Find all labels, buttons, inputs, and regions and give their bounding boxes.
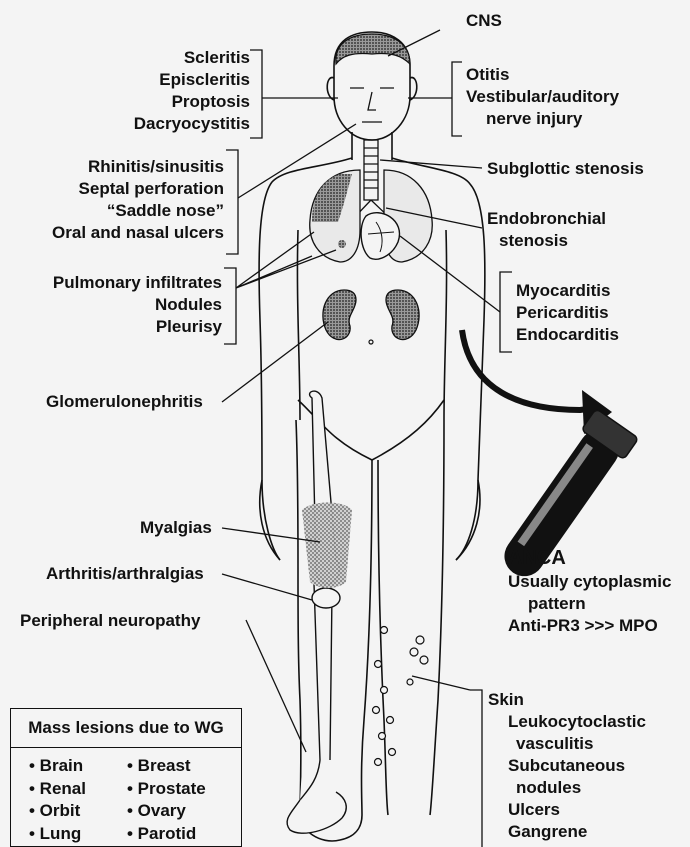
mass-item: • Renal [29, 778, 86, 801]
mass-item: • Parotid [127, 823, 206, 846]
label-line: Vestibular/auditory [466, 86, 619, 108]
label-line: Rhinitis/sinusitis [20, 156, 224, 178]
label-line: Septal perforation [20, 178, 224, 200]
navel [369, 340, 373, 344]
label-cns: CNS [466, 10, 502, 32]
label-line: Otitis [466, 64, 619, 86]
skin-line: Leukocytoclastic [488, 711, 646, 733]
label-line: Endocarditis [516, 324, 619, 346]
label-endobronchial: Endobronchial stenosis [487, 208, 606, 252]
skin-line: nodules [488, 777, 646, 799]
label-arthritis: Arthritis/arthralgias [46, 563, 204, 585]
skin-line: Subcutaneous [488, 755, 646, 777]
label-line: stenosis [487, 230, 606, 252]
label-myalgias: Myalgias [140, 517, 212, 539]
anca-line: Anti-PR3 >>> MPO [508, 615, 671, 637]
mass-item: • Orbit [29, 800, 86, 823]
lung-nodule [338, 240, 346, 248]
label-ear: Otitis Vestibular/auditory nerve injury [466, 64, 619, 130]
label-eye: Scleritis Episcleritis Proptosis Dacryoc… [120, 47, 250, 135]
kidney-right [386, 290, 419, 340]
label-line: nerve injury [466, 108, 619, 130]
mass-item: • Ovary [127, 800, 206, 823]
body-outline [259, 32, 485, 841]
mass-item: • Brain [29, 755, 86, 778]
label-line: Oral and nasal ulcers [20, 222, 224, 244]
label-heart: Myocarditis Pericarditis Endocarditis [516, 280, 619, 346]
label-line: Proptosis [120, 91, 250, 113]
mass-lesions-box: Mass lesions due to WG • Brain • Renal •… [10, 708, 242, 847]
label-kidney: Glomerulonephritis [46, 391, 203, 413]
anca-title: ANCA [508, 545, 671, 571]
label-line: Scleritis [120, 47, 250, 69]
mass-item: • Lung [29, 823, 86, 846]
label-line: Myocarditis [516, 280, 619, 302]
label-line: Endobronchial [487, 208, 606, 230]
label-lung: Pulmonary infiltrates Nodules Pleurisy [20, 272, 222, 338]
mass-col-1: • Brain • Renal • Orbit • Lung [29, 755, 86, 845]
label-line: Nodules [20, 294, 222, 316]
leg-bones [287, 391, 346, 833]
leader-lines [222, 30, 512, 847]
label-anca: ANCA Usually cytoplasmic pattern Anti-PR… [508, 545, 671, 637]
skin-line: vasculitis [488, 733, 646, 755]
label-line: Dacryocystitis [120, 113, 250, 135]
label-neuropathy: Peripheral neuropathy [20, 610, 200, 632]
kidney-left [323, 290, 356, 340]
mass-lesions-title: Mass lesions due to WG [11, 709, 241, 748]
mass-item: • Prostate [127, 778, 206, 801]
label-nose: Rhinitis/sinusitis Septal perforation “S… [20, 156, 224, 244]
skin-line: Ulcers [488, 799, 646, 821]
label-line: Pleurisy [20, 316, 222, 338]
mass-item: • Breast [127, 755, 206, 778]
label-line: Pericarditis [516, 302, 619, 324]
label-line: Episcleritis [120, 69, 250, 91]
label-line: Pulmonary infiltrates [20, 272, 222, 294]
mass-col-2: • Breast • Prostate • Ovary • Parotid [127, 755, 206, 845]
muscle-shade [302, 503, 352, 589]
skin-line: Gangrene [488, 821, 646, 843]
anca-line: pattern [508, 593, 671, 615]
skin-title: Skin [488, 689, 646, 711]
label-subglottic: Subglottic stenosis [487, 158, 644, 180]
anca-line: Usually cytoplasmic [508, 571, 671, 593]
label-line: “Saddle nose” [20, 200, 224, 222]
label-skin: Skin Leukocytoclastic vasculitis Subcuta… [488, 689, 646, 843]
